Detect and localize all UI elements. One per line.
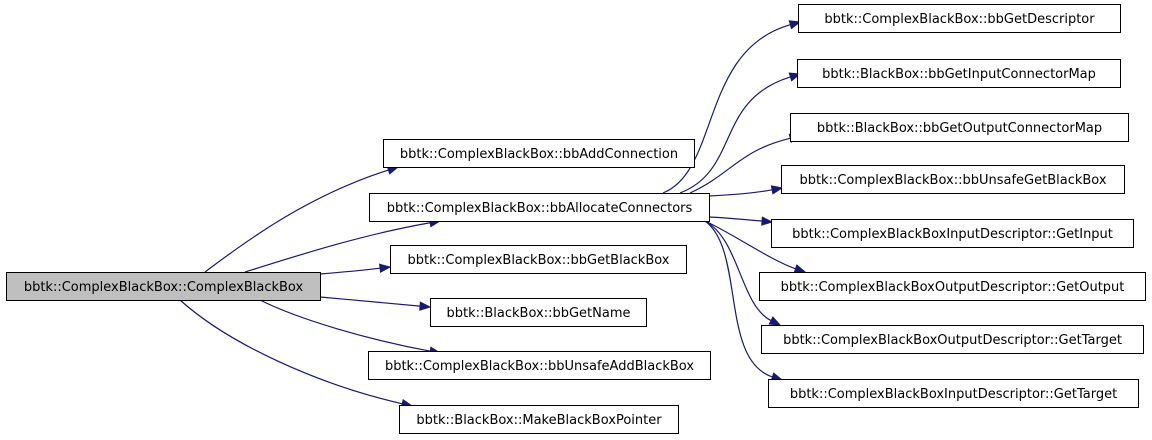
node-ingettarget[interactable]: bbtk::ComplexBlackBoxInputDescriptor::Ge… [768, 379, 1139, 408]
node-box[interactable] [383, 139, 695, 168]
node-inmap[interactable]: bbtk::BlackBox::bbGetInputConnectorMap [797, 59, 1121, 88]
edge-line [689, 137, 791, 194]
edge-line [704, 220, 772, 322]
arrowhead [770, 185, 784, 195]
node-box[interactable] [781, 165, 1125, 194]
edge-line [704, 220, 796, 270]
node-box[interactable] [368, 351, 711, 380]
arrowhead [768, 316, 782, 326]
node-label[interactable]: bbtk::ComplexBlackBox::bbAddConnection [400, 147, 678, 162]
node-label[interactable]: bbtk::ComplexBlackBox::bbAllocateConnect… [387, 201, 693, 216]
arrowhead [379, 263, 392, 273]
node-root[interactable]: bbtk::ComplexBlackBox::ComplexBlackBox [6, 272, 321, 301]
node-label[interactable]: bbtk::BlackBox::bbGetName [446, 306, 630, 321]
node-box[interactable] [390, 245, 687, 274]
node-outgetoutput[interactable]: bbtk::ComplexBlackBoxOutputDescriptor::G… [759, 272, 1146, 301]
node-box[interactable] [790, 113, 1129, 142]
node-box[interactable] [771, 219, 1134, 248]
node-label[interactable]: bbtk::ComplexBlackBoxInputDescriptor::Ge… [792, 227, 1113, 242]
edge-line [679, 76, 791, 194]
edge-root-getname [319, 296, 432, 311]
node-unsafeget[interactable]: bbtk::ComplexBlackBox::bbUnsafeGetBlackB… [781, 165, 1125, 194]
edge-line [708, 189, 773, 197]
edge-line [179, 299, 403, 405]
node-box[interactable] [768, 379, 1139, 408]
node-label[interactable]: bbtk::ComplexBlackBox::bbGetDescriptor [824, 12, 1095, 27]
edge-line [244, 222, 431, 273]
edge-line [704, 220, 773, 378]
node-label[interactable]: bbtk::BlackBox::bbGetOutputConnectorMap [817, 121, 1102, 136]
arrowhead [761, 216, 774, 226]
arrowhead [793, 264, 807, 274]
node-getname[interactable]: bbtk::BlackBox::bbGetName [430, 298, 647, 327]
node-box[interactable] [399, 405, 679, 434]
edge-alloc-getdesc [662, 20, 802, 194]
node-box[interactable] [369, 193, 710, 222]
node-getdesc[interactable]: bbtk::ComplexBlackBox::bbGetDescriptor [798, 4, 1121, 33]
node-label[interactable]: bbtk::ComplexBlackBox::bbUnsafeGetBlackB… [799, 173, 1106, 188]
edge-alloc-outgettarget [704, 220, 782, 326]
node-unsafeadd[interactable]: bbtk::ComplexBlackBox::bbUnsafeAddBlackB… [368, 351, 711, 380]
node-getbb[interactable]: bbtk::ComplexBlackBox::bbGetBlackBox [390, 245, 687, 274]
edge-root-getbb [319, 263, 392, 275]
edge-line [204, 169, 389, 273]
node-addconn[interactable]: bbtk::ComplexBlackBox::bbAddConnection [383, 139, 695, 168]
node-box[interactable] [6, 272, 321, 301]
node-ingetinput[interactable]: bbtk::ComplexBlackBoxInputDescriptor::Ge… [771, 219, 1134, 248]
node-makeptr[interactable]: bbtk::BlackBox::MakeBlackBoxPointer [399, 405, 679, 434]
node-outgettarget[interactable]: bbtk::ComplexBlackBoxOutputDescriptor::G… [761, 325, 1144, 354]
nodes-layer: bbtk::ComplexBlackBox::ComplexBlackBoxbb… [6, 4, 1146, 434]
node-label[interactable]: bbtk::ComplexBlackBox::bbGetBlackBox [407, 253, 669, 268]
edge-line [662, 24, 791, 194]
node-label[interactable]: bbtk::ComplexBlackBoxOutputDescriptor::G… [781, 280, 1125, 295]
edge-line [319, 267, 381, 275]
node-outmap[interactable]: bbtk::BlackBox::bbGetOutputConnectorMap [790, 113, 1129, 142]
arrowhead [788, 20, 802, 30]
node-box[interactable] [761, 325, 1144, 354]
edge-root-unsafeadd [259, 299, 442, 356]
node-label[interactable]: bbtk::ComplexBlackBoxInputDescriptor::Ge… [790, 387, 1117, 402]
edge-alloc-ingetinput [708, 216, 774, 226]
node-label[interactable]: bbtk::ComplexBlackBoxOutputDescriptor::G… [783, 333, 1122, 348]
node-box[interactable] [798, 4, 1121, 33]
edge-line [708, 216, 763, 222]
node-box[interactable] [759, 272, 1146, 301]
node-label[interactable]: bbtk::ComplexBlackBox::ComplexBlackBox [24, 280, 304, 295]
arrowhead [419, 301, 432, 311]
edge-alloc-unsafeget [708, 185, 784, 197]
node-label[interactable]: bbtk::BlackBox::MakeBlackBoxPointer [416, 413, 662, 428]
node-label[interactable]: bbtk::BlackBox::bbGetInputConnectorMap [822, 67, 1096, 82]
node-box[interactable] [797, 59, 1121, 88]
edge-line [319, 296, 421, 307]
node-alloc[interactable]: bbtk::ComplexBlackBox::bbAllocateConnect… [369, 193, 710, 222]
edge-line [259, 299, 431, 352]
node-box[interactable] [430, 298, 647, 327]
node-label[interactable]: bbtk::ComplexBlackBox::bbUnsafeAddBlackB… [385, 359, 694, 374]
